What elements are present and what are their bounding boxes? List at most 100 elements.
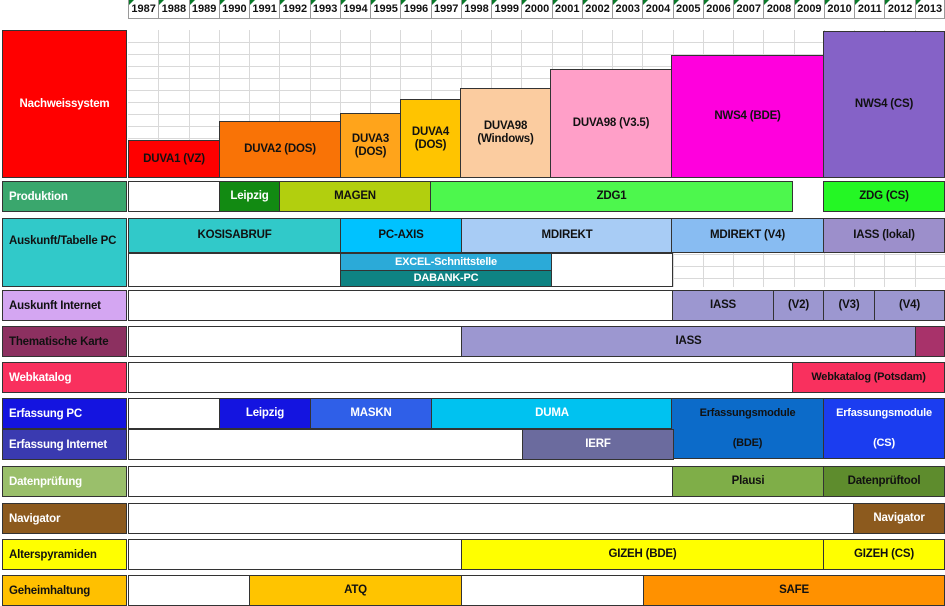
bar-label: Leipzig bbox=[245, 407, 285, 419]
comment-marker-icon bbox=[552, 0, 558, 5]
year-label: 2006 bbox=[706, 3, 731, 15]
year-label: 2008 bbox=[766, 3, 792, 15]
bar-duva4[interactable]: DUVA4 (DOS) bbox=[400, 99, 461, 178]
bar-plausi[interactable]: Plausi bbox=[672, 466, 824, 497]
year-label: 2002 bbox=[585, 3, 610, 15]
comment-marker-icon bbox=[129, 0, 134, 5]
row-empty-produktion bbox=[128, 181, 220, 212]
bar-label: DUVA4 bbox=[411, 125, 450, 138]
bar-erfassungsmodule-cs[interactable]: Erfassungsmodule (CS) bbox=[823, 398, 945, 459]
year-label: 2011 bbox=[857, 3, 882, 15]
bar-label: NWS4 (CS) bbox=[854, 98, 914, 110]
year-header-cell: 2006 bbox=[702, 0, 734, 19]
year-label: 1992 bbox=[282, 3, 308, 15]
row-empty-erfassung-pc bbox=[128, 398, 220, 429]
bar-leipzig-produktion[interactable]: Leipzig bbox=[219, 181, 280, 212]
bar-zdg-cs[interactable]: ZDG (CS) bbox=[823, 181, 945, 212]
year-label: 1996 bbox=[403, 3, 429, 15]
bar-label: IASS bbox=[675, 335, 702, 347]
bar-iass-lokal[interactable]: IASS (lokal) bbox=[823, 218, 945, 253]
bar-navigator[interactable]: Navigator bbox=[853, 503, 945, 534]
category-text: Webkatalog bbox=[9, 371, 72, 384]
bar-ierf[interactable]: IERF bbox=[522, 429, 674, 460]
bar-gizeh-bde[interactable]: GIZEH (BDE) bbox=[461, 539, 824, 570]
bar-duva1[interactable]: DUVA1 (VZ) bbox=[128, 140, 220, 178]
year-label: 2013 bbox=[917, 3, 943, 15]
bar-iass-v2[interactable]: (V2) bbox=[773, 290, 824, 321]
year-header-cell: 2002 bbox=[581, 0, 613, 19]
bar-sublabel: (BDE) bbox=[732, 436, 763, 449]
year-header-cell: 1992 bbox=[279, 0, 310, 19]
bar-dabank-pc[interactable]: DABANK-PC bbox=[340, 270, 552, 287]
comment-marker-icon bbox=[219, 0, 225, 5]
bar-erfassungsmodule-bde[interactable]: Erfassungsmodule (BDE) bbox=[671, 398, 824, 459]
bar-label: (V2) bbox=[788, 299, 809, 311]
year-label: 1987 bbox=[131, 3, 156, 15]
bar-karte-end-segment[interactable] bbox=[915, 326, 945, 357]
year-header-cell: 2010 bbox=[823, 0, 855, 19]
bar-label: PC-AXIS bbox=[378, 229, 424, 241]
row-empty-geheimhaltung-a bbox=[128, 575, 250, 606]
bar-label: Webkatalog (Potsdam) bbox=[811, 371, 926, 383]
bar-gizeh-cs[interactable]: GIZEH (CS) bbox=[823, 539, 945, 570]
comment-marker-icon bbox=[310, 0, 316, 5]
comment-marker-icon bbox=[703, 0, 709, 5]
bar-leipzig-erfassung[interactable]: Leipzig bbox=[219, 398, 311, 429]
year-header-cell: 1995 bbox=[370, 0, 401, 19]
year-header-cell: 2000 bbox=[521, 0, 552, 19]
comment-marker-icon bbox=[734, 0, 740, 5]
bar-duma[interactable]: DUMA bbox=[431, 398, 673, 429]
row-empty-auskunft-internet bbox=[128, 290, 673, 321]
category-label-produktion: Produktion bbox=[2, 181, 127, 212]
comment-marker-icon bbox=[492, 0, 498, 5]
comment-marker-icon bbox=[189, 0, 195, 5]
bar-nws4-cs[interactable]: NWS4 (CS) bbox=[823, 31, 945, 178]
comment-marker-icon bbox=[159, 0, 165, 5]
comment-marker-icon bbox=[885, 0, 891, 5]
comment-marker-icon bbox=[643, 0, 649, 5]
year-header-cell: 1988 bbox=[158, 0, 189, 19]
bar-mdirekt[interactable]: MDIREKT bbox=[461, 218, 673, 253]
bar-datenprueftool[interactable]: Datenprüftool bbox=[823, 466, 945, 497]
bar-label: Erfassungsmodule bbox=[836, 407, 932, 420]
bar-excel-schnittstelle[interactable]: EXCEL-Schnittstelle bbox=[340, 253, 552, 271]
bar-iass-v4[interactable]: (V4) bbox=[874, 290, 945, 321]
bar-zdg1[interactable]: ZDG1 bbox=[430, 181, 793, 212]
year-label: 1998 bbox=[464, 3, 489, 15]
bar-iass-karte[interactable]: IASS bbox=[461, 326, 916, 357]
category-text: Auskunft Internet bbox=[9, 299, 101, 312]
bar-duva98-windows[interactable]: DUVA98 (Windows) bbox=[460, 88, 551, 178]
bar-iass-v3[interactable]: (V3) bbox=[823, 290, 875, 321]
bar-label: ATQ bbox=[344, 584, 367, 596]
comment-marker-icon bbox=[915, 0, 921, 5]
bar-kosisabruf[interactable]: KOSISABRUF bbox=[128, 218, 341, 253]
bar-label: Erfassungsmodule bbox=[699, 407, 796, 420]
bar-label: MASKN bbox=[350, 407, 392, 419]
category-label-thematische-karte: Thematische Karte bbox=[2, 326, 127, 357]
category-text: Datenprüfung bbox=[9, 475, 82, 488]
category-label-navigator: Navigator bbox=[2, 503, 127, 534]
bar-sublabel: (Windows) bbox=[477, 133, 534, 145]
bar-maskn[interactable]: MASKN bbox=[310, 398, 432, 429]
year-label: 1988 bbox=[161, 3, 187, 15]
category-label-auskunft-internet: Auskunft Internet bbox=[2, 290, 127, 321]
bar-pc-axis[interactable]: PC-AXIS bbox=[340, 218, 462, 253]
bar-iass-internet[interactable]: IASS bbox=[672, 290, 774, 321]
category-text: Erfassung Internet bbox=[9, 438, 108, 451]
year-label: 1993 bbox=[312, 3, 338, 15]
bar-atq[interactable]: ATQ bbox=[249, 575, 462, 606]
year-label: 2003 bbox=[615, 3, 640, 15]
bar-safe[interactable]: SAFE bbox=[643, 575, 945, 606]
bar-nws4-bde[interactable]: NWS4 (BDE) bbox=[671, 55, 824, 178]
bar-duva3[interactable]: DUVA3 (DOS) bbox=[340, 113, 401, 178]
bar-mdirekt-v4[interactable]: MDIREKT (V4) bbox=[671, 218, 824, 253]
bar-duva2[interactable]: DUVA2 (DOS) bbox=[219, 121, 341, 178]
year-label: 1989 bbox=[191, 3, 217, 15]
bar-magen[interactable]: MAGEN bbox=[279, 181, 431, 212]
bar-duva98-v35[interactable]: DUVA98 (V3.5) bbox=[550, 69, 672, 178]
bar-webkatalog-potsdam[interactable]: Webkatalog (Potsdam) bbox=[792, 362, 945, 393]
year-label: 2001 bbox=[555, 3, 580, 15]
bar-label: DUVA2 (DOS) bbox=[244, 143, 316, 155]
